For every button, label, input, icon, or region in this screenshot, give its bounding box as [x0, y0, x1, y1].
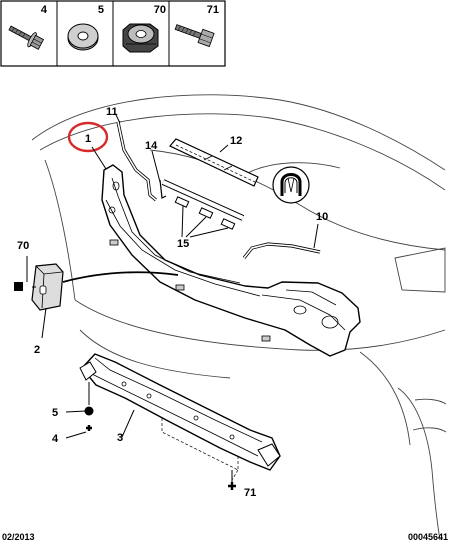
bolt-hex-icon: [174, 24, 215, 48]
grommet-marker-icon: [14, 282, 23, 291]
highlight-ring: [67, 121, 109, 153]
callout-14: 14: [145, 140, 158, 152]
footer-reference: 00045641: [408, 532, 448, 542]
callout-71: 71: [244, 487, 256, 499]
leader-lines: [26, 114, 319, 482]
bolt-marker-icon-4: [86, 425, 92, 431]
rubber-grommet-icon: [122, 23, 159, 53]
legend-item-4: 4: [8, 4, 48, 50]
callout-4: 4: [52, 433, 59, 445]
washer-marker-icon: [84, 406, 94, 416]
legend-panel: 4 5 70: [0, 0, 226, 67]
fastener-marks: [14, 282, 236, 490]
cable-part-11: [116, 121, 158, 202]
legend-item-5: 5: [67, 4, 104, 51]
hose-part-10: [242, 242, 321, 259]
foam-strip-part-12: [169, 138, 259, 187]
clip-detail-view: [272, 166, 310, 204]
callout-5: 5: [52, 407, 58, 419]
clips-part-15: [174, 196, 236, 230]
callout-12: 12: [230, 135, 242, 147]
callout-labels: 1 11 12 14 15 10 70 2 3 5 4 71: [17, 106, 328, 499]
bracket-part-2: [31, 263, 179, 311]
callout-3: 3: [117, 432, 123, 444]
legend-number-5: 5: [98, 4, 104, 16]
car-body-outline: [31, 94, 447, 541]
flat-washer-icon: [67, 23, 99, 51]
upper-crossmember-part: [101, 164, 361, 357]
legend-number-4: 4: [41, 4, 48, 16]
legend-item-71: 71: [174, 4, 219, 48]
callout-2: 2: [34, 344, 40, 356]
callout-10: 10: [316, 211, 328, 223]
grommet-on-crossmember: [109, 239, 271, 342]
callout-15: 15: [177, 238, 189, 250]
bolt-flange-icon: [8, 25, 45, 50]
footer-date: 02/2013: [2, 532, 35, 542]
callout-11: 11: [106, 106, 118, 118]
legend-item-70: 70: [122, 4, 166, 53]
legend-number-70: 70: [154, 4, 166, 16]
callout-1: 1: [85, 133, 91, 145]
bolt-marker-icon-71: [228, 482, 236, 490]
legend-number-71: 71: [207, 4, 219, 16]
lower-crossmember-part: [79, 353, 281, 481]
callout-70: 70: [17, 240, 29, 252]
seal-strip-part-14: [159, 179, 245, 221]
